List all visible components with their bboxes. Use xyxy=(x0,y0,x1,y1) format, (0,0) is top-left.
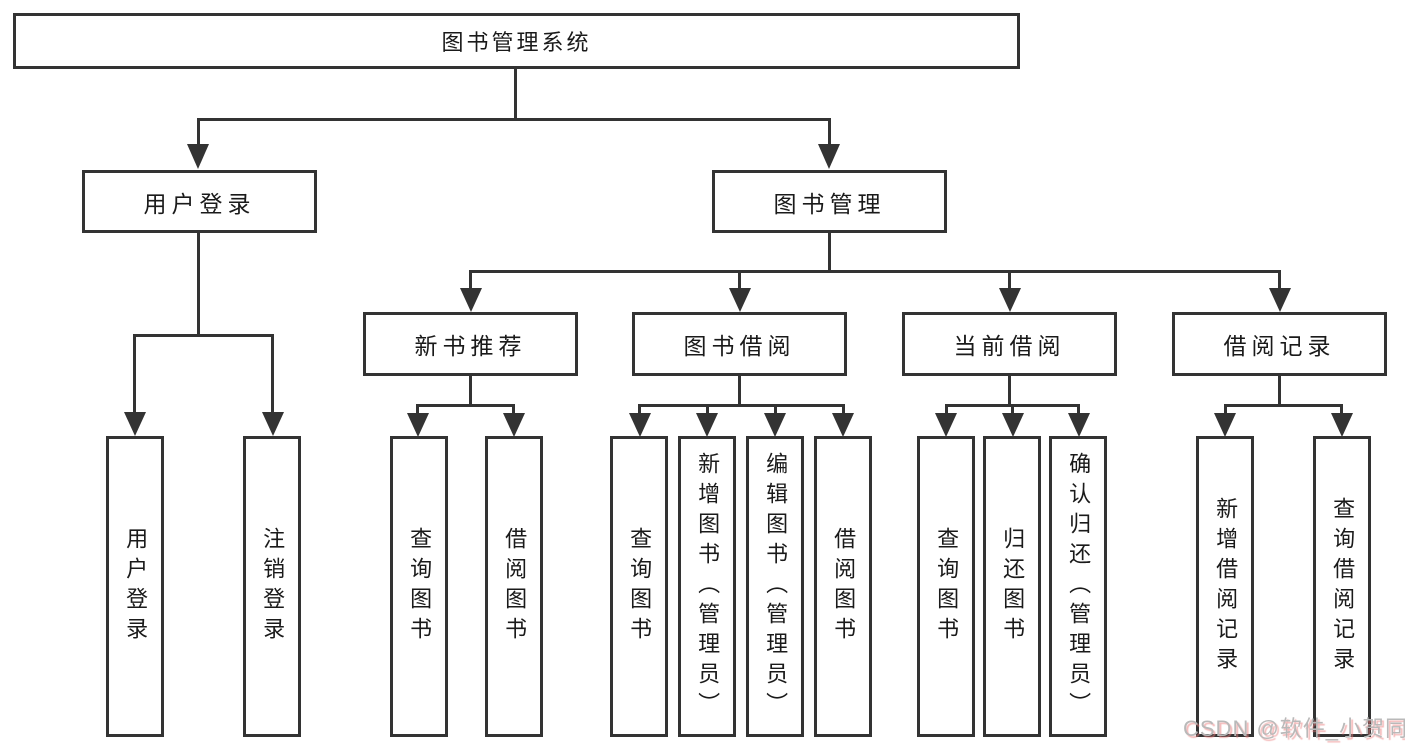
leaf-user-login: 用户登录 xyxy=(106,436,164,737)
leaf-borrow-books-recommend: 借阅图书 xyxy=(485,436,543,737)
connector-drop-book-management xyxy=(828,118,831,146)
leaf-add-borrow-record: 新增借阅记录 xyxy=(1196,436,1254,737)
node-book-management: 图书管理 xyxy=(712,170,947,233)
leaf-borrow-books-borrowing: 借阅图书 xyxy=(814,436,872,737)
connector-user-login-hline xyxy=(133,334,274,337)
arrow-down-icon xyxy=(696,413,718,437)
csdn-watermark: CSDN @软件_小贺同学 xyxy=(1183,716,1405,741)
leaf-label: 新增借阅记录 xyxy=(1213,496,1239,677)
leaf-query-borrow-record: 查询借阅记录 xyxy=(1313,436,1371,737)
arrow-down-icon xyxy=(1331,413,1353,437)
arrow-down-icon xyxy=(764,413,786,437)
connector-drop xyxy=(416,404,419,416)
arrow-down-icon xyxy=(1214,413,1236,437)
arrow-down-icon xyxy=(503,413,525,437)
leaf-label: 用户登录 xyxy=(123,526,149,647)
arrow-down-icon xyxy=(1269,288,1291,312)
node-borrowing-records: 借阅记录 xyxy=(1172,312,1387,376)
connector-drop xyxy=(638,404,641,416)
connector-user-login-stem xyxy=(197,232,200,337)
leaf-label: 确认归还（管理员） xyxy=(1066,451,1092,722)
connector-root-stem xyxy=(514,69,517,119)
leaf-label: 借阅图书 xyxy=(502,526,528,647)
arrow-down-icon xyxy=(818,144,840,169)
connector-new-book-stem xyxy=(469,375,472,407)
connector-book-management-stem xyxy=(828,232,831,273)
connector-new-book-hline xyxy=(416,404,515,407)
arrow-down-icon xyxy=(124,412,146,436)
leaf-label: 查询图书 xyxy=(934,526,960,647)
leaf-return-books: 归还图书 xyxy=(983,436,1041,737)
leaf-label: 查询借阅记录 xyxy=(1330,496,1356,677)
arrow-down-icon xyxy=(1068,413,1090,437)
node-current-borrowing: 当前借阅 xyxy=(902,312,1117,376)
node-book-borrowing: 图书借阅 xyxy=(632,312,847,376)
leaf-label: 编辑图书（管理员） xyxy=(763,451,789,722)
connector-level1-hline xyxy=(197,118,831,121)
arrow-down-icon xyxy=(999,288,1021,312)
node-library-management-system: 图书管理系统 xyxy=(13,13,1020,69)
connector-level2-hline xyxy=(469,270,1281,273)
arrow-down-icon xyxy=(460,288,482,312)
arrow-down-icon xyxy=(729,288,751,312)
connector-drop xyxy=(1077,404,1080,416)
connector-drop xyxy=(512,404,515,416)
leaf-edit-books-admin: 编辑图书（管理员） xyxy=(746,436,804,737)
connector-drop xyxy=(945,404,948,416)
connector-drop xyxy=(842,404,845,416)
arrow-down-icon xyxy=(187,144,209,169)
arrow-down-icon xyxy=(629,413,651,437)
connector-drop-borrow-records xyxy=(1278,270,1281,290)
leaf-query-books-recommend: 查询图书 xyxy=(390,436,448,737)
leaf-label: 借阅图书 xyxy=(831,526,857,647)
connector-drop-book-borrowing xyxy=(738,270,741,290)
connector-drop-leaf-logout xyxy=(271,334,274,414)
connector-current-borrowing-stem xyxy=(1008,375,1011,407)
leaf-label: 新增图书（管理员） xyxy=(695,451,721,722)
arrow-down-icon xyxy=(407,413,429,437)
leaf-label: 查询图书 xyxy=(627,526,653,647)
connector-borrow-records-stem xyxy=(1278,375,1281,407)
node-user-login: 用户登录 xyxy=(82,170,317,233)
leaf-confirm-return-admin: 确认归还（管理员） xyxy=(1049,436,1107,737)
node-new-book-recommendation: 新书推荐 xyxy=(363,312,578,376)
connector-drop-current-borrowing xyxy=(1008,270,1011,290)
connector-drop-new-book xyxy=(469,270,472,290)
leaf-query-books-borrowing: 查询图书 xyxy=(610,436,668,737)
leaf-label: 查询图书 xyxy=(407,526,433,647)
connector-drop xyxy=(1224,404,1227,416)
arrow-down-icon xyxy=(262,412,284,436)
connector-drop-user-login xyxy=(197,118,200,146)
leaf-query-books-current: 查询图书 xyxy=(917,436,975,737)
connector-drop xyxy=(1340,404,1343,416)
arrow-down-icon xyxy=(832,413,854,437)
connector-borrow-records-hline xyxy=(1224,404,1342,407)
leaf-add-books-admin: 新增图书（管理员） xyxy=(678,436,736,737)
leaf-label: 注销登录 xyxy=(260,526,286,647)
connector-book-borrowing-stem xyxy=(738,375,741,407)
arrow-down-icon xyxy=(935,413,957,437)
connector-drop xyxy=(1011,404,1014,416)
connector-book-borrowing-hline xyxy=(638,404,845,407)
connector-drop xyxy=(706,404,709,416)
arrow-down-icon xyxy=(1002,413,1024,437)
connector-drop xyxy=(774,404,777,416)
connector-drop-leaf-user-login xyxy=(133,334,136,414)
leaf-logout-login: 注销登录 xyxy=(243,436,301,737)
leaf-label: 归还图书 xyxy=(1000,526,1026,647)
